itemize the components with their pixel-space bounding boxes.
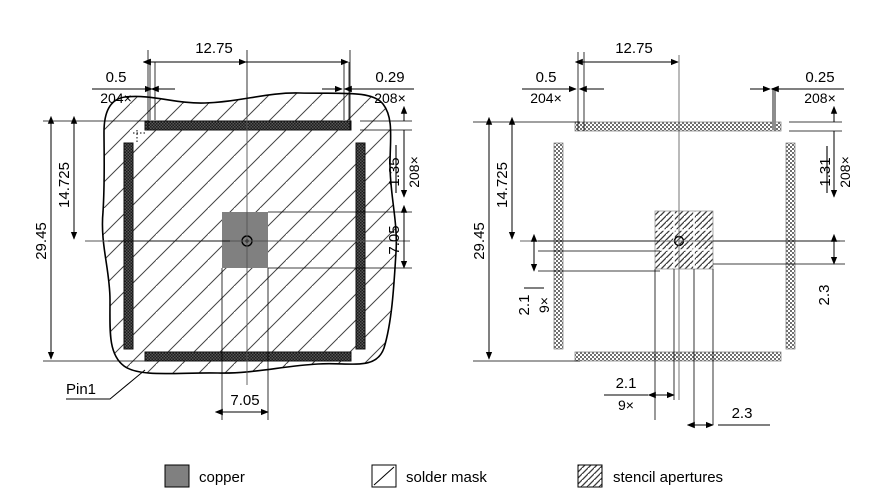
pad-row-bottom	[144, 351, 352, 362]
dim-value: 2.3	[816, 285, 833, 306]
dim-count: 208×	[374, 90, 406, 106]
dim-7-05-v-left: 7.05	[386, 204, 408, 269]
pin1-label: Pin1	[66, 381, 96, 398]
single-aperture-highlight	[772, 88, 776, 130]
dim-value: 0.25	[805, 69, 834, 86]
legend-item-copper: copper	[164, 464, 245, 488]
dim-count: 208×	[837, 156, 853, 188]
dim-12-75-right: 12.75	[574, 40, 679, 66]
pad-row-left	[123, 142, 134, 350]
dim-2-1-v-right: 2.1 9×	[516, 233, 552, 316]
dim-0-5-left: 0.5 204×	[92, 62, 175, 120]
legend: copper solder mask stencil apertures	[164, 464, 723, 488]
dim-value: 7.05	[386, 225, 403, 254]
dim-value: 1.35	[386, 157, 403, 186]
dim-count: 204×	[530, 90, 562, 106]
dim-2-1-h-right: 2.1 9×	[604, 375, 675, 413]
dim-value: 0.29	[375, 69, 404, 86]
left-view: 12.75 0.5 204× 0.29 208× 29.45	[33, 40, 422, 420]
dim-7-05-h-left: 7.05	[214, 392, 269, 416]
pad-row-right	[355, 142, 366, 350]
dim-0-29-left: 0.29 208×	[322, 62, 414, 120]
dim-count: 208×	[406, 156, 422, 188]
dim-value: 2.3	[732, 405, 753, 422]
dim-value: 2.1	[516, 295, 533, 316]
dim-0-25-right: 0.25 208×	[750, 69, 844, 106]
dim-1-35-left: 1.35 208×	[386, 105, 422, 198]
dim-0-5-right: 0.5 204×	[522, 69, 604, 106]
center-copper-pad	[222, 212, 268, 268]
dim-value: 14.725	[494, 162, 511, 208]
legend-item-stencil-apertures: stencil apertures	[577, 464, 723, 488]
dim-value: 7.05	[230, 392, 259, 409]
stencil-swatch	[577, 464, 603, 488]
dim-count: 208×	[804, 90, 836, 106]
solder-mask-outline	[101, 92, 398, 375]
dim-count: 204×	[100, 90, 132, 106]
dim-12-75-left: 12.75	[142, 40, 349, 66]
pin1-leader: Pin1	[66, 369, 146, 400]
dim-count: 9×	[536, 297, 552, 313]
legend-label: solder mask	[406, 469, 487, 486]
legend-label: stencil apertures	[613, 469, 723, 486]
aperture-row-top	[574, 121, 782, 132]
legend-item-solder-mask: solder mask	[371, 464, 487, 488]
dim-2-3-v-right: 2.3	[816, 233, 838, 306]
aperture-row-bottom	[574, 351, 782, 362]
dim-value: 0.5	[536, 69, 557, 86]
pin1-corner-marks	[133, 130, 145, 143]
dim-1-31-right: 1.31 208×	[817, 105, 853, 198]
aperture-row-right	[785, 142, 796, 350]
dim-value: 12.75	[615, 40, 653, 57]
right-view: 12.75 0.5 204× 0.25 208× 29.45 14.725	[471, 40, 853, 429]
dim-value: 29.45	[471, 222, 488, 260]
dim-29-45-left: 29.45	[33, 115, 55, 360]
dim-14-725-left: 14.725	[56, 115, 78, 240]
dim-value: 29.45	[33, 222, 50, 260]
dim-value: 14.725	[56, 162, 73, 208]
pad-row-top	[144, 120, 352, 131]
dim-29-45-right: 29.45	[471, 116, 493, 360]
dim-14-725-right: 14.725	[494, 116, 516, 240]
left-extension-lines	[43, 50, 412, 420]
dim-value: 2.1	[616, 375, 637, 392]
dim-value: 1.31	[817, 157, 834, 186]
dim-value: 12.75	[195, 40, 233, 57]
dim-2-3-h-right: 2.3	[686, 405, 770, 429]
aperture-row-left	[553, 142, 564, 350]
dim-value: 0.5	[106, 69, 127, 86]
copper-swatch	[164, 464, 190, 488]
legend-label: copper	[199, 469, 245, 486]
dim-count: 9×	[618, 397, 634, 413]
